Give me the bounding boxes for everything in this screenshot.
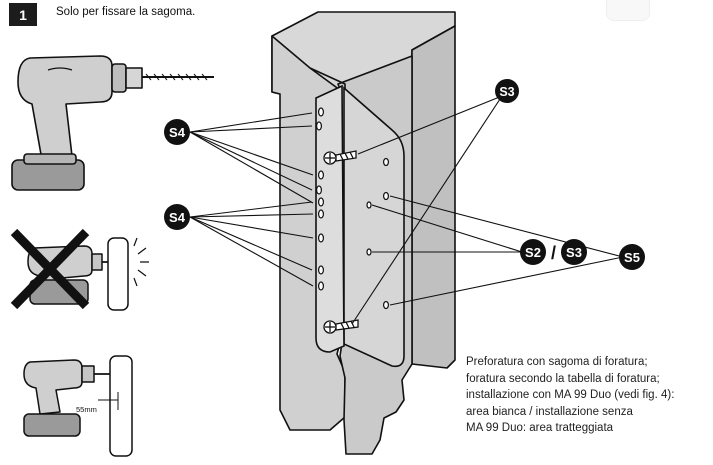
corner-tab <box>606 0 650 21</box>
callout-s4-top-label: S4 <box>169 125 186 140</box>
callout-s3-top-label: S3 <box>499 85 514 99</box>
step-number: 1 <box>19 6 27 23</box>
caption-line: foratura secondo la tabella di foratura; <box>466 372 660 385</box>
callout-s5: S5 <box>619 244 645 270</box>
callout-s4-bottom: S4 <box>164 204 190 230</box>
callout-s3-mid: S3 <box>561 239 587 265</box>
callout-s4-top: S4 <box>164 119 190 145</box>
lock-plate <box>315 84 390 353</box>
callout-s3-mid-label: S3 <box>566 245 582 260</box>
caption-line: Preforatura con sagoma di foratura; <box>466 356 648 368</box>
caption-line: area bianca / installazione senza <box>466 405 633 418</box>
caption-line: installazione con MA 99 Duo (vedi fig. 4… <box>466 389 675 402</box>
callout-slash: / <box>551 243 556 263</box>
callout-s2-label: S2 <box>525 245 541 260</box>
callout-s3-top: S3 <box>495 79 519 103</box>
callout-s2: S2 <box>520 239 546 265</box>
caption-text: Preforatura con sagoma di foratura; fora… <box>466 354 674 437</box>
drill-icon <box>11 55 214 191</box>
caption-line: MA 99 Duo: area tratteggiata <box>466 422 614 435</box>
callout-s4-bottom-label: S4 <box>169 210 186 225</box>
screw-icon <box>323 150 357 165</box>
leader-lines <box>189 95 624 325</box>
step-number-badge: 1 <box>9 3 37 26</box>
cross-out-icon <box>10 228 90 310</box>
drill-icon <box>23 355 133 457</box>
drilling-template <box>343 86 405 368</box>
depth-label: 55mm <box>76 405 97 414</box>
callout-s5-label: S5 <box>624 250 640 265</box>
step-instruction: Solo per fissare la sagoma. <box>56 6 196 18</box>
